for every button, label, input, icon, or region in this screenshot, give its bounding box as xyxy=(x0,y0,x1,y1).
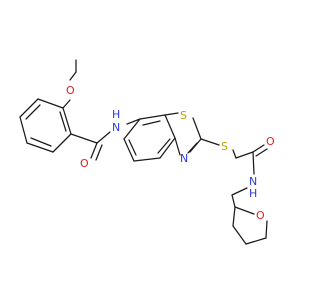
bond-carbonyl-n xyxy=(96,131,111,144)
bond-bt-inner2 xyxy=(157,138,171,154)
molecule-diagram: O O H N S N S O N H O xyxy=(19,59,275,245)
bond-bt-a xyxy=(139,114,166,120)
structure-svg: O O H N S N S O N H O xyxy=(19,59,275,245)
bond-ch2-thf xyxy=(231,194,236,208)
bond-n-bt xyxy=(126,118,141,125)
bond-ring1-e xyxy=(52,133,72,153)
acetamide-oxygen-label: O xyxy=(266,135,275,148)
atom-labels: O O H N S N S O N H O xyxy=(66,84,275,222)
bond-bt-b xyxy=(164,114,176,139)
bond-n-ch2 xyxy=(231,187,248,196)
bond-co-1 xyxy=(90,142,98,159)
bond-ch2-co xyxy=(235,151,254,159)
bond-bt-c xyxy=(159,137,176,159)
bond-o-aryl xyxy=(62,99,71,109)
bond-thf-e xyxy=(232,206,236,227)
bond-co-2 xyxy=(95,144,103,161)
bonds xyxy=(19,71,268,245)
bond-thz-cn2 xyxy=(187,142,198,154)
bond-ring1-a xyxy=(37,98,64,109)
amide-nh-h-label: H xyxy=(112,108,120,121)
amide-nh-n-label: N xyxy=(112,121,120,134)
methoxy-oxygen-label: O xyxy=(66,84,75,97)
bond-aryl-carbonyl xyxy=(70,133,98,144)
bond-thz-n-c xyxy=(174,137,181,156)
bond-c2-s xyxy=(200,138,220,146)
acetamide-nitrogen-label: N xyxy=(249,175,257,188)
thiazole-nitrogen-label: N xyxy=(180,152,188,165)
bond-ring1-inner2 xyxy=(30,137,52,147)
bond-thf-c xyxy=(245,237,267,245)
bond-s-ch2 xyxy=(232,149,237,159)
bond-bt-f xyxy=(123,118,141,140)
bond-bt-e xyxy=(123,138,135,162)
bond-thf-b xyxy=(265,220,268,239)
bond-ring1-inner3 xyxy=(59,111,67,132)
bond-ring1-d xyxy=(26,142,54,153)
thf-oxygen-label: O xyxy=(256,209,265,222)
bond-methyl-o xyxy=(69,71,77,81)
bond-co2-1 xyxy=(252,144,265,153)
amide-oxygen-label: O xyxy=(80,157,89,170)
bond-co2-n xyxy=(252,151,255,175)
bond-thz-s2 xyxy=(192,117,202,140)
bond-thf-a xyxy=(234,206,255,215)
bond-bt-d xyxy=(133,157,161,162)
bond-thz-s1 xyxy=(164,112,179,116)
bond-ring1-inner1 xyxy=(25,104,41,120)
bond-ring1-b xyxy=(19,98,39,118)
bond-bt-inner3 xyxy=(128,139,137,156)
bond-thf-d xyxy=(232,225,247,245)
bond-ring1-c xyxy=(19,116,28,144)
acetamide-h-label: H xyxy=(249,187,257,200)
thioether-sulfur-label: S xyxy=(221,140,228,153)
bond-bt-inner1 xyxy=(142,120,161,126)
bond-ring1-f xyxy=(62,107,72,135)
bond-co2-2 xyxy=(255,148,268,157)
thiazole-sulfur-label: S xyxy=(180,109,187,122)
